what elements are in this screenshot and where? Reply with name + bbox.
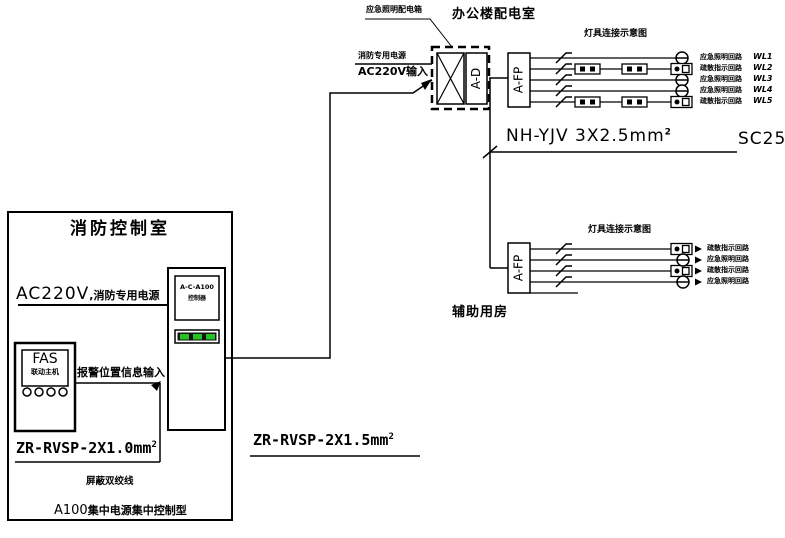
system-type-note: A100集中电源集中控制型 [54, 500, 187, 518]
exit-sign-end-symbols-lower [670, 242, 693, 278]
lower-row-label: 疏散指示回路 [707, 266, 749, 274]
upper-row-label: 应急照明回路 [700, 86, 742, 94]
fas-sub-label: 联动主机 [31, 368, 59, 376]
exit-sign-mid-symbols [574, 63, 648, 108]
riser-wire [489, 78, 508, 269]
green-leds [180, 334, 215, 340]
upper-row-wl: WL1 [753, 52, 773, 61]
ad-annotation: 应急照明配电箱 [366, 5, 422, 14]
shielded-pair-note: 屏蔽双绞线 [86, 476, 134, 487]
fas-signal-wire [15, 382, 161, 463]
controller-bus-wire [225, 79, 433, 359]
signal-arrow [151, 381, 161, 391]
upper-conductor-slashes [555, 52, 572, 108]
lower-circuit-lines [530, 248, 677, 294]
controller-model-label: A-C-A100 [180, 283, 214, 291]
control-room-box [7, 211, 233, 521]
changeover-x-symbol [436, 52, 465, 105]
alarm-input-label: 报警位置信息输入 [77, 366, 165, 379]
cable-zr10-sup: 2 [151, 440, 157, 450]
emergency-lamp-symbols-lower [676, 253, 690, 289]
lower-conductor-slashes [555, 243, 572, 288]
conduit-label: SC25 [738, 129, 785, 149]
emergency-lamp-symbols-upper [675, 51, 689, 98]
mid-cable-label: ZR-RVSP-2X1.5mm2 [253, 432, 394, 449]
control-room-title: 消防控制室 [70, 219, 170, 239]
power-supply-label: AC220V,消防专用电源 [16, 285, 159, 304]
aux-room-title: 辅助用房 [452, 305, 509, 320]
fas-indicator-circles [22, 387, 68, 397]
riser-cable-label: NH-YJV 3X2.5mm2 [506, 127, 672, 146]
upper-row-wl: WL5 [753, 96, 773, 105]
upper-row-label: 应急照明回路 [700, 53, 742, 61]
changeover-switch-box [436, 52, 465, 105]
upper-circuits-title: 灯具连接示意图 [584, 29, 648, 39]
system-note: 集中电源集中控制型 [87, 504, 187, 517]
upper-row-wl: WL3 [753, 74, 773, 83]
ac-input-note: 消防专用电源 [358, 51, 406, 60]
ac-input-label: AC220V输入 [358, 65, 429, 78]
controller-sub-label: 控制器 [187, 295, 206, 302]
afp-upper-label: A-FP [512, 67, 526, 93]
mid-cable-text: ZR-RVSP-2X1.5mm [253, 431, 389, 449]
riser-cable-text: NH-YJV 3X2.5mm [506, 126, 665, 146]
exit-sign-end-symbols-upper [670, 62, 693, 109]
distribution-room-title: 办公楼配电室 [452, 7, 537, 22]
annotation-leader-line [365, 18, 453, 48]
fas-inner-box [21, 349, 69, 387]
bus-arrow [421, 79, 432, 90]
upper-circuit-lines [530, 57, 676, 103]
indicator-led-strip [174, 329, 220, 344]
upper-row-label: 应急照明回路 [700, 75, 742, 83]
mid-cable-sup: 2 [388, 432, 394, 442]
controller-model-box [174, 275, 220, 321]
cable-zr10-label: ZR-RVSP-2X1.0mm2 [16, 440, 157, 457]
controller-cabinet [167, 267, 226, 431]
ad-box-label: A-D [469, 68, 483, 90]
fas-host-box [13, 341, 77, 433]
system-model: A100 [54, 503, 88, 518]
lower-circuits-title: 灯具连接示意图 [588, 225, 652, 235]
lower-row-label: 应急照明回路 [707, 255, 749, 263]
ad-dashed-enclosure [430, 45, 491, 111]
lower-row-label: 疏散指示回路 [707, 244, 749, 252]
power-voltage: AC220V [16, 284, 90, 304]
afp-lower-box [507, 242, 531, 294]
ad-box [465, 52, 488, 105]
riser-cable-sup: 2 [664, 127, 672, 138]
upper-row-label: 疏散指示回路 [700, 97, 742, 105]
cable-zr10-text: ZR-RVSP-2X1.0mm [16, 439, 152, 457]
upper-row-label: 疏散指示回路 [700, 64, 742, 72]
lower-row-label: 应急照明回路 [707, 277, 749, 285]
continuation-arrows [695, 245, 702, 286]
power-note: ,消防专用电源 [89, 289, 160, 302]
afp-lower-label: A-FP [512, 255, 526, 281]
upper-row-wl: WL2 [753, 63, 773, 72]
upper-row-wl: WL4 [753, 85, 773, 94]
fas-label: FAS [32, 351, 58, 367]
